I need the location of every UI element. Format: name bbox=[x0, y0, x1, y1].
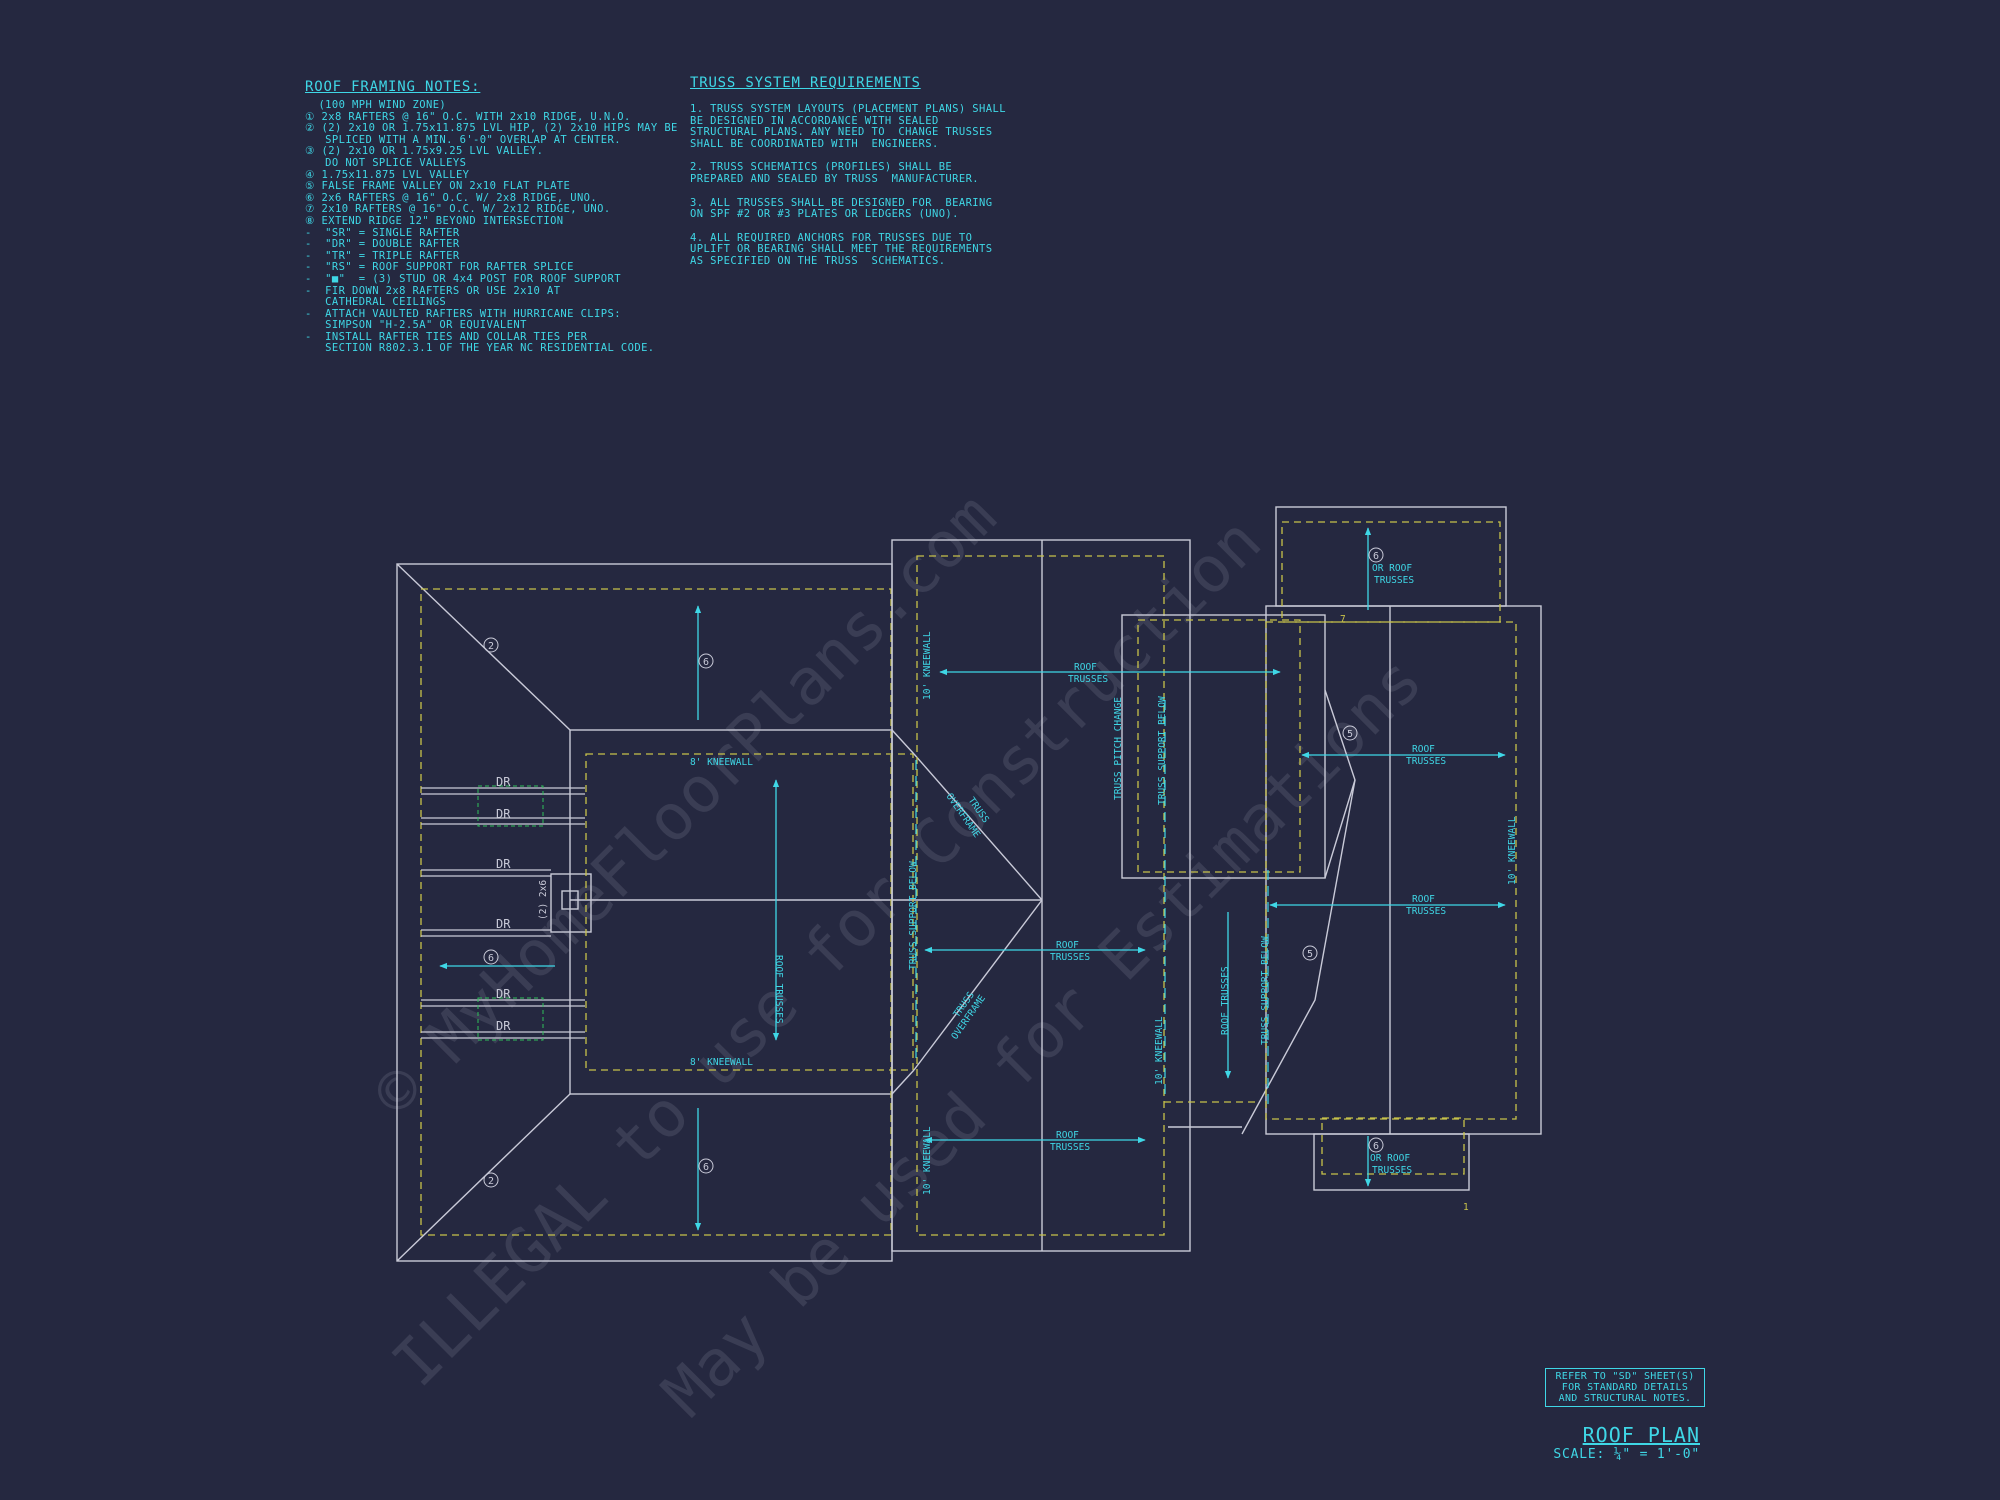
framing-notes-list: (100 MPH WIND ZONE) ① 2x8 RAFTERS @ 16" … bbox=[305, 99, 705, 355]
framing-note-line: ⑧ EXTEND RIDGE 12" BEYOND INTERSECTION bbox=[305, 214, 564, 227]
kneewall-label: 8' KNEEWALL bbox=[690, 757, 753, 768]
truss-requirement-item: 4. ALL REQUIRED ANCHORS FOR TRUSSES DUE … bbox=[690, 231, 993, 267]
truss-support-label: TRUSS SUPPORT BELOW bbox=[908, 861, 919, 970]
truss-support-lines bbox=[915, 700, 1269, 1110]
framing-note-line: ② (2) 2x10 OR 1.75x11.875 LVL HIP, (2) 2… bbox=[305, 122, 678, 135]
framing-note-line: - "DR" = DOUBLE RAFTER bbox=[305, 238, 460, 251]
framing-note-line: ① 2x8 RAFTERS @ 16" O.C. WITH 2x10 RIDGE… bbox=[305, 110, 631, 123]
framing-note-line: - ATTACH VAULTED RAFTERS WITH HURRICANE … bbox=[305, 307, 621, 320]
kneewall-label: 10' KNEEWALL bbox=[1154, 1016, 1165, 1085]
callout-6: 6 bbox=[1373, 1141, 1379, 1152]
framing-note-line: ⑤ FALSE FRAME VALLEY ON 2x10 FLAT PLATE bbox=[305, 180, 571, 193]
roof-label: ROOF bbox=[1412, 744, 1435, 755]
framing-note-line: - "■" = (3) STUD OR 4x4 POST FOR ROOF SU… bbox=[305, 272, 621, 285]
roof-label: ROOF bbox=[1056, 1130, 1079, 1141]
marker-1: 1 bbox=[1463, 1202, 1469, 1213]
dr-label: DR bbox=[496, 917, 511, 931]
watermark: © MyHomeFloorPlans.com ILLEGAL to use fo… bbox=[359, 480, 1437, 1432]
framing-note-line: - INSTALL RAFTER TIES AND COLLAR TIES PE… bbox=[305, 330, 588, 343]
trusses-label: TRUSSES bbox=[1374, 575, 1414, 586]
dr-labels: DR DR DR DR DR DR bbox=[496, 775, 511, 1033]
dr-label: DR bbox=[496, 775, 511, 789]
trusses-label: TRUSSES bbox=[1068, 674, 1108, 685]
framing-note-line: - "SR" = SINGLE RAFTER bbox=[305, 226, 460, 239]
callout-5: 5 bbox=[1347, 729, 1353, 740]
roof-trusses-label: ROOF TRUSSES bbox=[1220, 966, 1231, 1035]
center-section-roof bbox=[891, 539, 1191, 1252]
dr-label: DR bbox=[496, 857, 511, 871]
framing-note-line: ③ (2) 2x10 OR 1.75x9.25 LVL VALLEY. bbox=[305, 145, 544, 158]
callout-6: 6 bbox=[703, 1162, 709, 1173]
framing-note-line: DO NOT SPLICE VALLEYS bbox=[305, 156, 467, 169]
callout-6: 6 bbox=[488, 953, 494, 964]
framing-note-line: SECTION R802.3.1 OF THE YEAR NC RESIDENT… bbox=[305, 342, 655, 355]
framing-note-line: ⑥ 2x6 RAFTERS @ 16" O.C. W/ 2x8 RIDGE, U… bbox=[305, 191, 598, 204]
truss-system-requirements: TRUSS SYSTEM REQUIREMENTS 1. TRUSS SYSTE… bbox=[690, 74, 1020, 280]
right-wall-outline bbox=[1137, 521, 1517, 1175]
framing-note-line: CATHEDRAL CEILINGS bbox=[305, 296, 447, 309]
center-wall-outline bbox=[916, 555, 1165, 1236]
callout-2: 2 bbox=[488, 1176, 494, 1187]
framing-notes-header: ROOF FRAMING NOTES: bbox=[305, 79, 481, 95]
framing-note-line: ④ 1.75x11.875 LVL VALLEY bbox=[305, 168, 470, 181]
framing-note-line: - FIR DOWN 2x8 RAFTERS OR USE 2x10 AT bbox=[305, 284, 561, 297]
trusses-label: TRUSSES bbox=[1406, 906, 1446, 917]
or-roof-label: OR ROOF bbox=[1370, 1153, 1410, 1164]
trusses-label: TRUSSES bbox=[1406, 756, 1446, 767]
callout-numbers: 2 6 2 6 6 5 5 6 6 bbox=[488, 551, 1379, 1187]
kneewall-label: 10' KNEEWALL bbox=[1507, 816, 1518, 885]
truss-pitch-label: TRUSS PITCH CHANGE bbox=[1113, 697, 1124, 800]
framing-note-line: - "TR" = TRIPLE RAFTER bbox=[305, 249, 460, 262]
framing-note-line: - "RS" = ROOF SUPPORT FOR RAFTER SPLICE bbox=[305, 261, 574, 274]
double-rafters bbox=[421, 787, 585, 1039]
title-block: ROOF PLAN SCALE: ¼" = 1'-0" bbox=[1540, 1423, 1700, 1463]
drawing-title: ROOF PLAN bbox=[1582, 1423, 1700, 1447]
trusses-label: TRUSSES bbox=[1372, 1165, 1412, 1176]
trusses-label: TRUSSES bbox=[1050, 1142, 1090, 1153]
span-arrows bbox=[439, 527, 1506, 1231]
rafter-splice-marks bbox=[477, 785, 544, 1041]
truss-requirements-header: TRUSS SYSTEM REQUIREMENTS bbox=[690, 75, 921, 91]
callout-5: 5 bbox=[1307, 949, 1313, 960]
roof-trusses-label: ROOF TRUSSES bbox=[773, 955, 784, 1024]
framing-note-line: SIMPSON "H-2.5A" OR EQUIVALENT bbox=[305, 319, 527, 332]
kneewall-label: 8' KNEEWALL bbox=[690, 1057, 753, 1068]
dr-label: DR bbox=[496, 807, 511, 821]
truss-requirement-item: 3. ALL TRUSSES SHALL BE DESIGNED FOR BEA… bbox=[690, 196, 993, 221]
truss-requirement-item: 2. TRUSS SCHEMATICS (PROFILES) SHALL BE … bbox=[690, 161, 980, 185]
left-wing-roof bbox=[396, 563, 1042, 1262]
callout-2: 2 bbox=[488, 641, 494, 652]
kneewall-label: 10' KNEEWALL bbox=[922, 1126, 933, 1195]
framing-note-line: ⑦ 2x10 RAFTERS @ 16" O.C. W/ 2x12 RIDGE,… bbox=[305, 203, 611, 216]
truss-support-label: TRUSS SUPPORT BELOW bbox=[1157, 696, 1168, 805]
framing-note-line: (100 MPH WIND ZONE) bbox=[305, 99, 447, 111]
roof-framing-notes: ROOF FRAMING NOTES: (100 MPH WIND ZONE) … bbox=[305, 78, 705, 355]
drawing-scale: SCALE: ¼" = 1'-0" bbox=[1553, 1447, 1700, 1462]
dr-label: DR bbox=[496, 987, 511, 1001]
left-wing-wall-outline bbox=[420, 588, 914, 1236]
framing-note-line: SPLICED WITH A MIN. 6'-0" OVERLAP AT CEN… bbox=[305, 133, 621, 146]
plan-labels: 8' KNEEWALL 8' KNEEWALL 10' KNEEWALL 10'… bbox=[538, 563, 1518, 1213]
kneewall-label: 10' KNEEWALL bbox=[922, 631, 933, 700]
roof-label: ROOF bbox=[1056, 940, 1079, 951]
callout-circles bbox=[483, 547, 1384, 1188]
roof-label: ROOF bbox=[1412, 894, 1435, 905]
truss-requirement-item: 1. TRUSS SYSTEM LAYOUTS (PLACEMENT PLANS… bbox=[690, 103, 1006, 150]
truss-support-label: TRUSS SUPPORT BELOW bbox=[1260, 936, 1271, 1045]
callout-6: 6 bbox=[703, 657, 709, 668]
marker-7: 7 bbox=[1340, 614, 1346, 625]
callout-6: 6 bbox=[1373, 551, 1379, 562]
trusses-label: TRUSSES bbox=[1050, 952, 1090, 963]
or-roof-label: OR ROOF bbox=[1372, 563, 1412, 574]
refer-note: REFER TO "SD" SHEET(S) FOR STANDARD DETA… bbox=[1545, 1368, 1705, 1407]
two-2x6-label: (2) 2x6 bbox=[538, 880, 549, 920]
dr-label: DR bbox=[496, 1019, 511, 1033]
roof-label: ROOF bbox=[1074, 662, 1097, 673]
